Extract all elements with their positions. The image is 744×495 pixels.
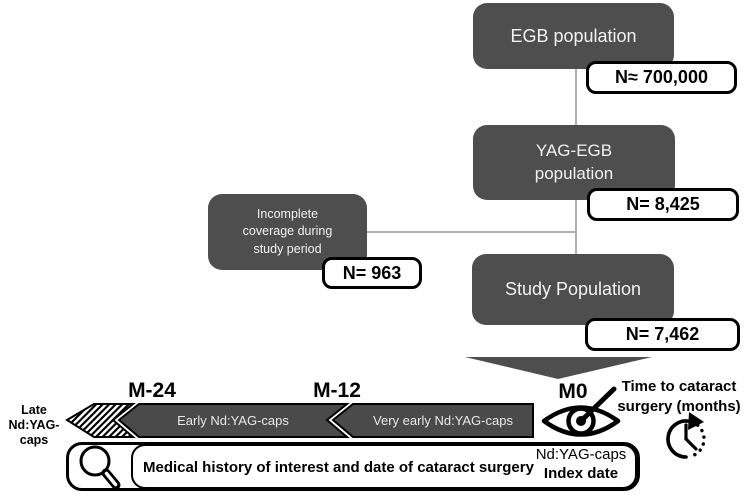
medical-history-label: Medical history of interest and date of … <box>143 459 534 476</box>
study-population-label: Study Population <box>504 279 642 299</box>
excluded-n-count-box: N= 963 <box>322 257 422 289</box>
eye-laser-icon <box>541 386 621 437</box>
excluded-label-line2: coverage during <box>242 224 333 239</box>
index-date-line2: Index date <box>543 464 619 482</box>
excluded-label-line1: Incomplete <box>256 206 319 221</box>
egb-population-box: EGB population <box>473 3 674 69</box>
egb-n-count: N≈ 700,000 <box>615 67 708 87</box>
month-minus-24-label: M-24 <box>128 379 176 402</box>
index-date-label: Nd:YAG-caps Index date <box>521 446 641 484</box>
yag-egb-n-count-box: N= 8,425 <box>587 188 739 221</box>
egb-n-count-box: N≈ 700,000 <box>586 61 737 94</box>
very-early-segment-bar <box>331 403 534 438</box>
month-zero-label: M0 <box>558 380 588 403</box>
excluded-label-line3: study period <box>253 241 322 256</box>
time-clock-icon <box>666 412 706 459</box>
month-minus-12-label: M-12 <box>313 379 361 402</box>
egb-population-label: EGB population <box>510 25 637 46</box>
very-early-ndyag-caps-label: Very early Nd:YAG-caps <box>373 413 513 428</box>
flow-down-arrow <box>465 357 652 379</box>
magnifying-glass-icon <box>79 445 121 490</box>
time-axis-label-line1: Time to cataract <box>621 378 737 395</box>
horizontal-connector-line <box>367 231 576 233</box>
index-date-line1: Nd:YAG-caps <box>535 446 627 463</box>
study-n-count-box: N= 7,462 <box>585 318 740 351</box>
early-ndyag-caps-label: Early Nd:YAG-caps <box>177 413 289 428</box>
study-population-box: Study Population <box>472 254 674 325</box>
excluded-n-count: N= 963 <box>342 262 402 283</box>
early-segment-bar <box>117 403 350 438</box>
late-label-line2: Nd:YAG-caps <box>8 418 60 447</box>
excluded-incomplete-coverage-box: Incomplete coverage during study period <box>208 194 367 270</box>
late-ndyag-caps-label: Late Nd:YAG-caps <box>0 403 68 448</box>
yag-egb-label-line1: YAG-EGB <box>535 140 613 160</box>
time-axis-label-line2: surgery (months) <box>617 398 741 416</box>
time-axis-label: Time to cataract surgery (months) <box>612 377 744 418</box>
yag-egb-label-line2: population <box>534 163 614 183</box>
yag-egb-n-count: N= 8,425 <box>626 194 700 214</box>
late-label-line1: Late <box>21 403 47 417</box>
medical-history-panel <box>131 444 637 489</box>
study-n-count: N= 7,462 <box>625 324 700 344</box>
yag-egb-population-box: YAG-EGB population <box>473 125 675 200</box>
late-hatched-arrow <box>65 403 136 438</box>
